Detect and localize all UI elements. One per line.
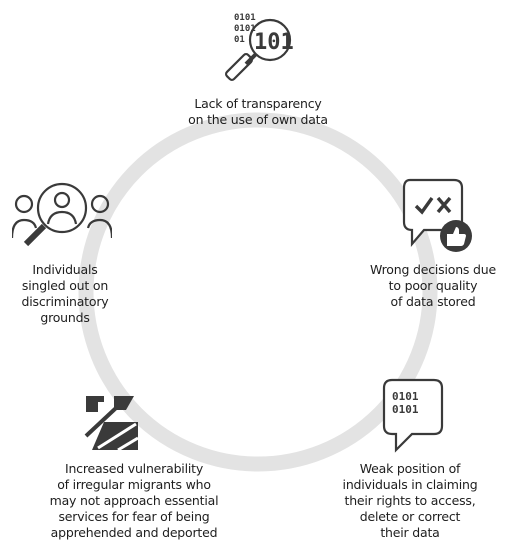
svg-text:0101: 0101 [234,13,256,23]
node-label-irregular-migrants: Increased vulnerability of irregular mig… [49,461,219,540]
node-label-transparency: Lack of transparency on the use of own d… [188,96,328,127]
svg-text:0101: 0101 [392,403,419,416]
node-wrong-decisions: Wrong decisions due to poor quality of d… [348,262,518,310]
node-label-wrong-decisions: Wrong decisions due to poor quality of d… [370,262,496,309]
speech-bubble-decision-icon [402,178,472,252]
node-transparency: Lack of transparency on the use of own d… [150,96,366,128]
node-irregular-migrants: Increased vulnerability of irregular mig… [14,461,254,541]
svg-text:01: 01 [234,35,245,45]
svg-text:101: 101 [254,30,294,55]
node-label-discrimination: Individuals singled out on discriminator… [21,262,109,325]
profiling-magnifier-icon [12,182,112,247]
node-weak-position: Weak position of individuals in claiming… [320,461,500,541]
svg-text:0101: 0101 [392,390,419,403]
node-label-weak-position: Weak position of individuals in claiming… [342,461,478,540]
svg-text:0101: 0101 [234,24,256,34]
binary-magnifier-icon: 101 0101 0101 01 [225,13,294,81]
node-discrimination: Individuals singled out on discriminator… [2,262,128,326]
barrier-gate-icon [84,396,139,452]
binary-speech-bubble-icon: 0101 0101 [382,378,444,453]
